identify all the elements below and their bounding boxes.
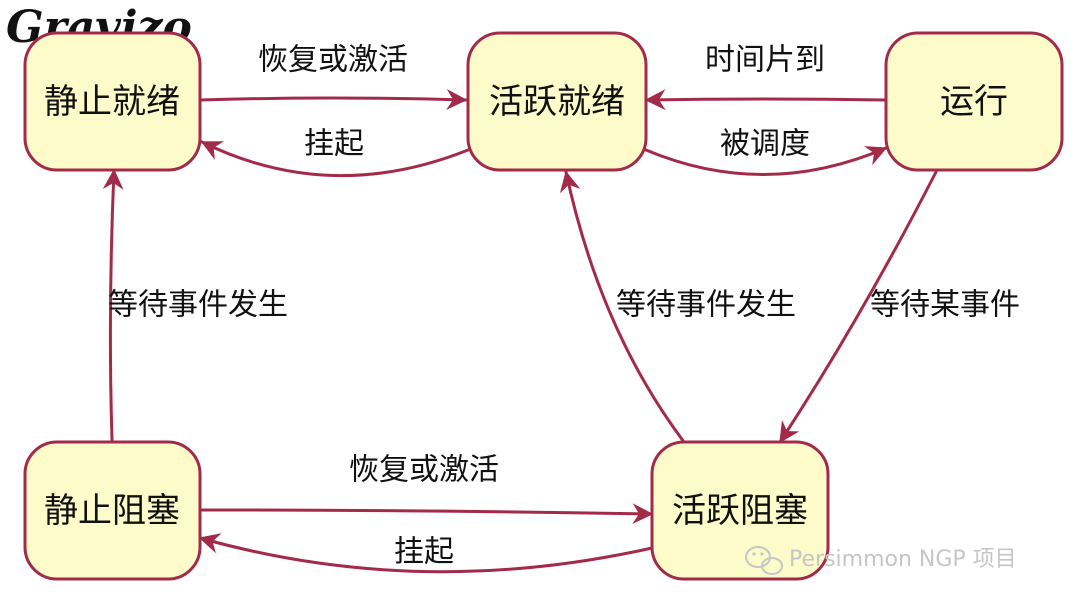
edge-active-ready-to-static-ready bbox=[200, 140, 470, 178]
edge-active-blocked-to-active-ready bbox=[559, 170, 686, 444]
label-active-ready-to-running: 被调度 bbox=[720, 127, 810, 162]
watermark-text: Persimmon NGP 项目 bbox=[789, 547, 1017, 572]
active-ready-box bbox=[466, 31, 648, 172]
edge-active-ready-to-running bbox=[644, 146, 888, 176]
edge-running-to-active-blocked bbox=[778, 170, 938, 444]
state-node-static-ready: 静止就绪 bbox=[23, 31, 202, 172]
edge-static-blocked-to-static-ready bbox=[102, 168, 124, 442]
edge-static-ready-to-active-ready bbox=[198, 89, 468, 110]
static-ready-box bbox=[23, 31, 202, 172]
label-active-blocked-to-static-blocked: 挂起 bbox=[394, 535, 454, 570]
edge-active-blocked-to-static-blocked bbox=[198, 533, 654, 574]
label-static-blocked-to-active-blocked: 恢复或激活 bbox=[349, 453, 499, 488]
label-static-blocked-to-static-ready: 等待事件发生 bbox=[108, 288, 288, 323]
edge-static-blocked-to-active-blocked bbox=[198, 503, 654, 525]
label-running-to-active-ready: 时间片到 bbox=[705, 43, 825, 78]
active-blocked-box bbox=[650, 440, 830, 581]
label-active-blocked-to-active-ready: 等待事件发生 bbox=[616, 288, 796, 323]
wechat-icon bbox=[745, 546, 783, 575]
label-active-ready-to-static-ready: 挂起 bbox=[304, 127, 364, 162]
running-box bbox=[884, 31, 1064, 172]
label-running-to-active-blocked: 等待某事件 bbox=[870, 288, 1020, 323]
watermark: Persimmon NGP 项目 bbox=[745, 546, 1017, 575]
static-blocked-label: 静止阻塞 bbox=[44, 491, 180, 531]
state-node-active-ready: 活跃就绪 bbox=[466, 31, 648, 172]
edges bbox=[102, 89, 938, 574]
state-node-running: 运行 bbox=[884, 31, 1064, 172]
running-label: 运行 bbox=[940, 82, 1008, 122]
state-node-static-blocked: 静止阻塞 bbox=[23, 440, 202, 581]
state-node-active-blocked: 活跃阻塞 bbox=[650, 440, 830, 581]
edge-labels: 恢复或激活 挂起 时间片到 被调度 等待事件发生 等待事件发生 等待某事件 恢复… bbox=[108, 43, 1020, 570]
static-blocked-box bbox=[23, 440, 202, 581]
active-blocked-label: 活跃阻塞 bbox=[672, 491, 808, 531]
static-ready-label: 静止就绪 bbox=[44, 82, 180, 122]
active-ready-label: 活跃就绪 bbox=[489, 82, 625, 122]
label-static-ready-to-active-ready: 恢复或激活 bbox=[258, 43, 408, 78]
edge-running-to-active-ready bbox=[644, 89, 888, 111]
